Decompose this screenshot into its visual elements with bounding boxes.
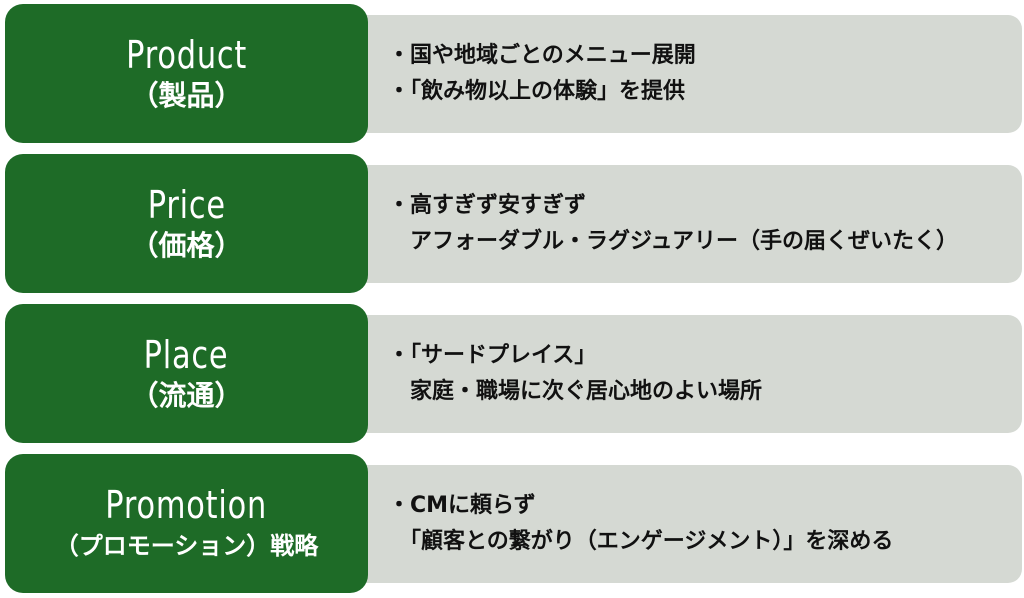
label-subtitle: （流通） [130, 378, 243, 412]
label-title: Promotion [105, 482, 268, 527]
detail-line: ・「サードプレイス」 [388, 343, 597, 368]
detail-line: アフォーダブル・ラグジュアリー（手の届くぜいたく） [388, 229, 959, 254]
row-place: ・「サードプレイス」 家庭・職場に次ぐ居心地のよい場所 Place （流通） [0, 304, 1024, 444]
row-product: ・国や地域ごとのメニュー展開 ・「飲み物以上の体験」を提供 Product （製… [0, 4, 1024, 144]
label-subtitle: （プロモーション）戦略 [54, 531, 319, 560]
detail-line: ・国や地域ごとのメニュー展開 [388, 43, 696, 68]
row-promotion: ・CMに頼らず 「顧客との繋がり（エンゲージメント）」を深める Promotio… [0, 454, 1024, 594]
promotion-details: ・CMに頼らず 「顧客との繋がり（エンゲージメント）」を深める [360, 465, 1022, 583]
label-title: Place [144, 332, 229, 377]
detail-line: ・CMに頼らず [388, 493, 536, 518]
label-title: Product [125, 32, 248, 77]
place-details: ・「サードプレイス」 家庭・職場に次ぐ居心地のよい場所 [360, 315, 1022, 433]
label-subtitle: （価格） [130, 228, 243, 262]
product-label: Product （製品） [5, 4, 368, 143]
price-label: Price （価格） [5, 154, 368, 293]
detail-line: ・高すぎず安すぎず [388, 193, 587, 218]
row-price: ・高すぎず安すぎず アフォーダブル・ラグジュアリー（手の届くぜいたく） Pric… [0, 154, 1024, 294]
price-details: ・高すぎず安すぎず アフォーダブル・ラグジュアリー（手の届くぜいたく） [360, 165, 1022, 283]
label-title: Price [147, 182, 226, 227]
detail-line: 家庭・職場に次ぐ居心地のよい場所 [388, 379, 763, 404]
promotion-label: Promotion （プロモーション）戦略 [5, 454, 368, 593]
label-subtitle: （製品） [130, 78, 243, 112]
detail-line: 「顧客との繋がり（エンゲージメント）」を深める [388, 529, 894, 554]
product-details: ・国や地域ごとのメニュー展開 ・「飲み物以上の体験」を提供 [360, 15, 1022, 133]
place-label: Place （流通） [5, 304, 368, 443]
detail-line: ・「飲み物以上の体験」を提供 [388, 79, 686, 104]
